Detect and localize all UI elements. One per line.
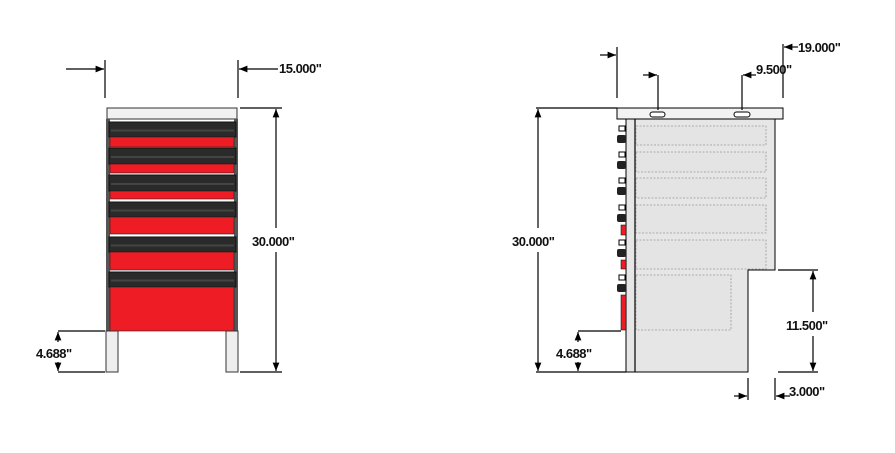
- drawer-outline: [635, 177, 767, 199]
- drawer-front-edge: [620, 259, 627, 270]
- handle-highlight: [111, 279, 234, 282]
- mount-slot-icon: [649, 111, 666, 118]
- mount-slot-icon: [733, 111, 751, 118]
- drawer-outline: [635, 239, 767, 270]
- front-clearance-label: 4.688": [36, 346, 72, 361]
- handle-highlight: [111, 209, 234, 212]
- drawer-outline: [635, 151, 767, 173]
- handle-hook-icon: [618, 177, 626, 184]
- front-height-dimension: 30.000": [240, 107, 304, 373]
- handle-icon: [617, 187, 626, 195]
- drawer-handles: [617, 125, 627, 331]
- drawer-front: [109, 163, 235, 174]
- slot-spacing-label: 9.500": [756, 62, 792, 77]
- side-depth-label: 19.000": [798, 40, 841, 55]
- top-slab: [106, 107, 238, 120]
- side-height-dimension: 30.000": [510, 107, 626, 373]
- right-leg: [225, 330, 239, 373]
- handle-hook-icon: [618, 151, 626, 158]
- front-view: [105, 107, 239, 373]
- slot-spacing-dimension: 9.500": [643, 62, 793, 110]
- front-width-dimension: 15.000": [66, 60, 322, 98]
- front-height-label: 30.000": [252, 234, 295, 249]
- handle-highlight: [111, 244, 234, 247]
- handle-highlight: [111, 129, 234, 132]
- drawer-outline: [635, 125, 767, 146]
- step-height-dimension: 11.500": [778, 269, 829, 373]
- side-drawer-outlines: [635, 125, 767, 331]
- drawer-front: [109, 286, 235, 332]
- drawer-front: [109, 136, 235, 148]
- handle-highlight: [111, 183, 234, 185]
- handle-icon: [617, 135, 626, 143]
- right-frame-post: [234, 119, 238, 332]
- handle-hook-icon: [618, 274, 626, 281]
- side-view: [616, 107, 784, 373]
- step-height-label: 11.500": [786, 318, 828, 333]
- handle-hook-icon: [618, 239, 626, 246]
- side-height-label: 30.000": [512, 234, 555, 249]
- drawer-front: [109, 190, 235, 200]
- handle-icon: [617, 161, 626, 169]
- drawer-front-edge: [620, 224, 627, 236]
- drawer-front-edge: [620, 294, 627, 331]
- drawer-stack: [108, 121, 237, 332]
- handle-icon: [617, 249, 626, 257]
- handle-hook-icon: [618, 204, 626, 211]
- step-depth-dimension: 3.000": [734, 378, 826, 400]
- side-clearance-dimension: 4.688": [556, 330, 621, 371]
- handle-icon: [617, 214, 626, 222]
- left-frame-post: [106, 119, 110, 332]
- handle-icon: [617, 284, 626, 292]
- front-clearance-dimension: 4.688": [36, 330, 105, 373]
- handle-hook-icon: [618, 125, 626, 132]
- step-depth-label: 3.000": [789, 384, 825, 399]
- drawer-outline: [635, 204, 767, 234]
- drawer-front: [109, 216, 235, 235]
- handle-highlight: [111, 156, 234, 158]
- side-depth-dimension: 19.000": [600, 40, 841, 98]
- top-slab-side: [616, 107, 784, 120]
- side-clearance-label: 4.688": [556, 346, 592, 361]
- drawer-outline: [635, 274, 732, 331]
- left-leg: [105, 330, 119, 373]
- drawer-front: [109, 251, 235, 271]
- front-width-label: 15.000": [279, 61, 322, 76]
